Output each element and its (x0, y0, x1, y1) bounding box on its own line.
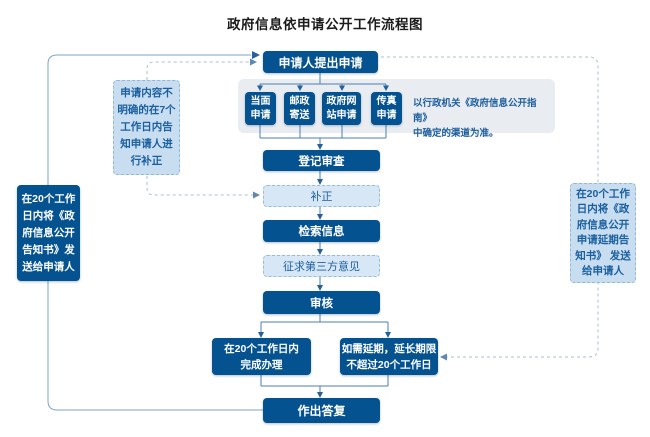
node-search-info: 检索信息 (263, 220, 380, 242)
node-channel-mail: 邮政 寄送 (284, 92, 315, 125)
node-review: 审核 (263, 291, 380, 314)
node-channel-fax: 传真 申请 (371, 92, 402, 125)
node-channel-inperson: 当面 申请 (245, 92, 276, 125)
node-complete-within-20-days: 在20个工作日内 完成办理 (212, 338, 311, 375)
node-correction: 补正 (263, 185, 380, 207)
node-extension-limit: 如需延期，延长期限 不超过20个工作日 (340, 338, 438, 375)
node-disclosure-notice: 在20个工作 日内将《政 府信息公开 告知书》发 送给申请人 (17, 185, 80, 281)
page-title: 政府信息依申请公开工作流程图 (227, 17, 423, 32)
channel-note: 以行政机关《政府信息公开指南》 中确定的渠道为准。 (413, 98, 537, 139)
node-register-review: 登记审查 (263, 150, 380, 171)
node-third-party-opinion: 征求第三方意见 (263, 255, 380, 277)
node-channel-website: 政府网 站申请 (322, 92, 361, 125)
node-reply: 作出答复 (263, 398, 380, 423)
node-extension-notice: 在20个工作 日内将《政 府信息公开 申请延期告 知书》 发送 给申请人 (570, 183, 636, 283)
node-correction-notice: 申请内容不 明确的在7个 工作日内告 知申请人进 行补正 (113, 80, 180, 175)
node-start: 申请人提出申请 (263, 51, 378, 73)
